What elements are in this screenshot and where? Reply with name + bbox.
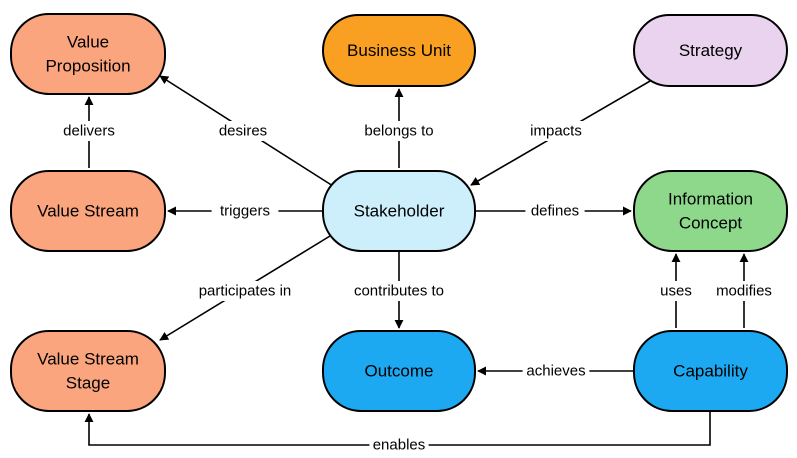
node-label: Strategy: [679, 41, 743, 60]
node-label: Value Stream: [37, 202, 139, 221]
edge-label: belongs to: [364, 123, 433, 140]
node-shape: [633, 330, 788, 412]
edge-label-background: [342, 281, 456, 301]
edge-label-background: [657, 281, 695, 301]
edge-label: delivers: [63, 123, 115, 140]
edge-label: uses: [660, 283, 692, 300]
edge-label-background: [525, 201, 585, 221]
edge-defines: defines: [475, 201, 632, 221]
edge-achieves: achieves: [477, 361, 634, 381]
node-shape: [322, 14, 476, 87]
node-label: Business Unit: [347, 41, 451, 60]
node-shape: [633, 14, 788, 87]
edge-label: modifies: [716, 283, 772, 300]
edge-participates-in: participates in: [159, 235, 331, 341]
edge-label-background: [710, 281, 778, 301]
edge-label-background: [213, 121, 273, 141]
edge-enables: enables: [84, 411, 711, 455]
node-label: Proposition: [45, 57, 130, 76]
edge-desires: desires: [159, 75, 334, 187]
node-capability: Capability: [633, 330, 788, 412]
node-label: Information: [668, 190, 753, 209]
edge-label-background: [526, 121, 586, 141]
edge-label-background: [185, 281, 305, 301]
edges-layer: delivers desires belongs to impacts triggers…: [55, 75, 778, 455]
node-label: Capability: [673, 362, 748, 381]
edge-label: enables: [373, 437, 426, 454]
node-outcome: Outcome: [322, 330, 476, 412]
edge-label-background: [522, 361, 590, 381]
node-shape: [633, 170, 788, 252]
edge-label-background: [369, 435, 429, 455]
edge-label: participates in: [199, 283, 292, 300]
edge-label-background: [55, 121, 123, 141]
edge-contributes-to: contributes to: [342, 251, 456, 329]
node-label: Outcome: [365, 362, 434, 381]
edge-label: achieves: [526, 363, 585, 380]
edge-label: triggers: [220, 203, 270, 220]
node-label: Stakeholder: [354, 202, 445, 221]
node-value-stream: Value Stream: [10, 170, 166, 252]
node-shape: [10, 170, 166, 252]
edge-label: impacts: [530, 123, 582, 140]
node-shape: [322, 170, 476, 252]
node-shape: [10, 13, 166, 95]
edge-modifies: modifies: [710, 253, 778, 328]
edge-triggers: triggers: [167, 201, 323, 221]
edge-impacts: impacts: [470, 76, 658, 186]
node-business-unit: Business Unit: [322, 14, 476, 87]
edge-delivers: delivers: [55, 96, 123, 168]
node-label: Value: [67, 33, 109, 52]
edge-label: defines: [531, 203, 579, 220]
edge-label-background: [358, 121, 440, 141]
edge-label: desires: [219, 123, 267, 140]
edge-uses: uses: [657, 253, 695, 328]
node-label: Stage: [66, 374, 110, 393]
node-stakeholder: Stakeholder: [322, 170, 476, 252]
node-label: Value Stream: [37, 350, 139, 369]
edge-belongs-to: belongs to: [358, 88, 440, 168]
node-shape: [322, 330, 476, 412]
node-strategy: Strategy: [633, 14, 788, 87]
edge-label: contributes to: [354, 283, 444, 300]
node-label: Concept: [679, 214, 743, 233]
edge-label-background: [211, 201, 279, 221]
node-shape: [10, 330, 166, 412]
